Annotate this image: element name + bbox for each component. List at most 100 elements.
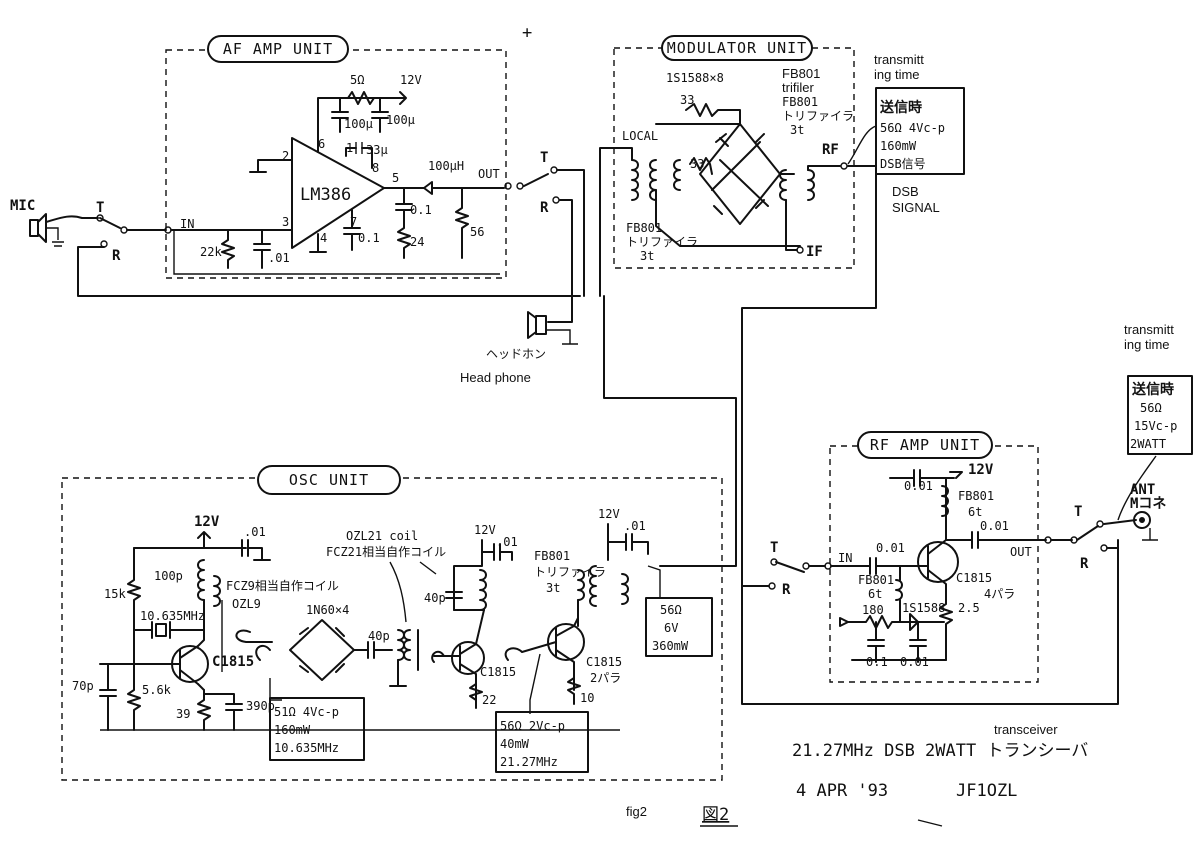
mod-local: LOCAL <box>622 129 658 143</box>
mod-tx-jp: 送信時 <box>879 99 922 116</box>
pin-3: 3 <box>282 215 289 229</box>
mic-label: MIC <box>10 198 35 214</box>
rf-tx-en2: ing time <box>1124 337 1170 352</box>
osc-box3 <box>645 597 713 657</box>
headphone-icon <box>527 311 578 345</box>
mod-fb-jp3: 3t <box>790 123 804 137</box>
osc-c40p-b: 40p <box>424 591 446 605</box>
pin-2: 2 <box>282 149 289 163</box>
rf-sw-r: R <box>782 582 791 598</box>
osc-ozl21: OZL21 coil <box>346 529 418 543</box>
af-c100u-b: 100μ <box>386 113 415 127</box>
mod-fb-left2: トリファイラ <box>626 235 698 249</box>
af-switch-t: T <box>96 200 104 216</box>
date: 4 APR '93 <box>796 781 888 801</box>
headphone-jp: ヘッドホン <box>486 347 546 361</box>
pin-8: 8 <box>372 161 379 175</box>
af-12v: 12V <box>400 73 422 87</box>
af-c01: .01 <box>268 251 290 265</box>
title-jp: 21.27MHz DSB 2WATT トランシーバ <box>792 741 1088 761</box>
mod-tx-l2: 160mW <box>880 139 917 153</box>
rf-transistor <box>917 541 959 583</box>
rf-c01: 0.1 <box>866 655 888 669</box>
osc-c40p: 40p <box>368 629 390 643</box>
af-c0-1: 0.1 <box>410 203 432 217</box>
af-c01-pin7: 0.1 <box>358 231 380 245</box>
mod-dsb1: DSB <box>892 184 919 199</box>
osc-box2-l3: 21.27MHz <box>500 755 558 769</box>
fig-number: 図2 <box>702 805 729 825</box>
osc-box1 <box>269 697 365 761</box>
rf-fb2: FB801 <box>858 573 894 587</box>
rf-tx-en1: transmitt <box>1124 322 1174 337</box>
osc-r22: 22 <box>482 693 496 707</box>
osc-r56k: 5.6k <box>142 683 172 697</box>
osc-title-oval <box>257 465 401 495</box>
osc-fb2: トリファイラ <box>534 565 606 579</box>
af-out-label: OUT <box>478 167 500 181</box>
rf-title: RF AMP UNIT <box>870 436 980 454</box>
pin-5: 5 <box>392 171 399 185</box>
af-c100u-a: 100μ <box>344 117 373 131</box>
callsign: JF1OZL <box>956 781 1017 801</box>
rf-fb: FB801 <box>958 489 994 503</box>
top-plus-mark: + <box>522 23 532 43</box>
unit-titles: AF AMP UNIT MODULATOR UNIT OSC UNIT RF A… <box>207 35 993 495</box>
osc-box3-l1: 56Ω <box>660 603 682 617</box>
rf-c001-b: 0.01 <box>980 519 1009 533</box>
pin-6: 6 <box>318 137 325 151</box>
af-switch-r: R <box>112 248 121 264</box>
rf-sw-t: T <box>770 540 778 556</box>
rf-in: IN <box>838 551 852 565</box>
rf-fb-t: 6t <box>968 505 982 519</box>
rf-out: OUT <box>1010 545 1032 559</box>
rf-r25: 2.5 <box>958 601 980 615</box>
rf-c001-c: 0.01 <box>876 541 905 555</box>
rf-sw2-r: R <box>1080 556 1089 572</box>
lm386-label: LM386 <box>300 185 351 205</box>
af-r22k: 22k <box>200 245 222 259</box>
osc-r15k: 15k <box>104 587 126 601</box>
af-amp-section: MIC T R IN 22k .01 LM386 2 3 4 5 6 7 8 1 <box>10 73 585 385</box>
rf-tx-jp: 送信時 <box>1131 381 1174 398</box>
mod-title: MODULATOR UNIT <box>667 39 807 57</box>
osc-transistor-3 <box>547 623 585 661</box>
mod-diodes: 1S1588×8 <box>666 71 724 85</box>
pin-4: 4 <box>320 231 327 245</box>
osc-tr2: C1815 <box>480 665 516 679</box>
mod-tx-box <box>875 87 965 175</box>
rf-fb2-t: 6t <box>868 587 882 601</box>
rf-diode: 1S1588 <box>902 601 945 615</box>
mod-tx-en1: transmitt <box>874 52 924 67</box>
osc-unit-box <box>61 477 723 781</box>
osc-r10: 10 <box>580 691 594 705</box>
af-in-label: IN <box>180 217 194 231</box>
osc-coil: OZL9 <box>232 597 261 611</box>
osc-c01-c: .01 <box>624 519 646 533</box>
mod-fb-trifiler: trifiler <box>782 80 814 95</box>
rf-tx-l3: 2WATT <box>1130 437 1166 451</box>
mod-tx-l1: 56Ω 4Vc-p <box>880 121 945 135</box>
rf-title-oval <box>857 431 993 459</box>
rf-amp-unit-box <box>829 445 1039 683</box>
mod-rf-label: RF <box>822 142 839 158</box>
osc-xtal: 10.635MHz <box>140 609 205 623</box>
title-en: transceiver <box>994 722 1058 737</box>
rf-12v: 12V <box>968 462 994 478</box>
osc-ozl21-jp: FCZ21相当自作コイル <box>326 545 446 559</box>
rf-r180: 180 <box>862 603 884 617</box>
osc-diodes: 1N60×4 <box>306 603 349 617</box>
mod-r33: 33 <box>680 93 694 107</box>
mod-fb-left3: 3t <box>640 249 654 263</box>
rf-c001-a: 0.01 <box>904 479 933 493</box>
osc-fb1: FB801 <box>534 549 570 563</box>
osc-c01: .01 <box>244 525 266 539</box>
af-r24: 24 <box>410 235 424 249</box>
osc-c390p: 390p <box>246 699 275 713</box>
mod-fb-title: FB801 <box>782 66 820 81</box>
osc-coil-jp: FCZ9相当自作コイル <box>226 579 339 593</box>
af-out-switch-t: T <box>540 150 548 166</box>
lm386-ic <box>291 137 385 249</box>
mod-tx-l3: DSB信号 <box>880 157 926 171</box>
